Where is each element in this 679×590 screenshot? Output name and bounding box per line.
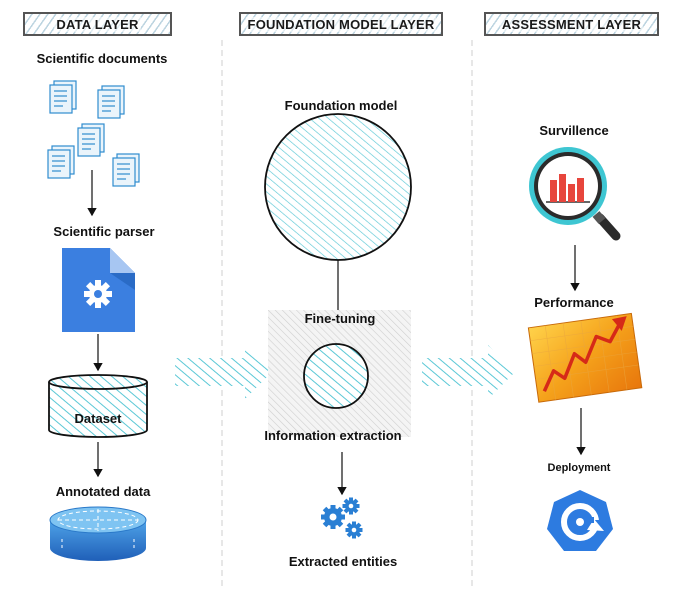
dataset-label: Dataset [74,411,122,426]
finetune-circle [303,343,369,409]
extracted-entities-gears-icon [321,497,363,539]
annotated-data-label: Annotated data [55,484,151,499]
fine-tuning-label: Fine-tuning [304,311,376,326]
surveillance-magnifier-icon [529,147,621,241]
annotated-data-disk-icon [49,506,147,561]
extracted-entities-label: Extracted entities [288,554,398,569]
surveillance-label: Survillence [539,123,609,138]
scientific-documents-icon [47,80,140,187]
arrow-data-to-model [175,345,272,399]
scientific-documents-label: Scientific documents [36,51,168,66]
deployment-icon [547,490,613,551]
foundation-model-layer-header: FOUNDATION MODEL LAYER [239,12,443,36]
performance-label: Performance [534,295,614,310]
information-extraction-label: Information extraction [264,428,402,443]
scientific-parser-icon [62,248,135,332]
arrow-model-to-assessment [422,345,515,399]
foundation-model-label: Foundation model [284,98,398,113]
scientific-parser-label: Scientific parser [53,224,155,239]
assessment-layer-header: ASSESSMENT LAYER [484,12,659,36]
performance-chart-icon [527,312,643,403]
dataset-cylinder-icon [48,374,148,438]
foundation-model-circle [264,113,412,261]
data-layer-header: DATA LAYER [23,12,172,36]
deployment-label: Deployment [547,462,611,474]
